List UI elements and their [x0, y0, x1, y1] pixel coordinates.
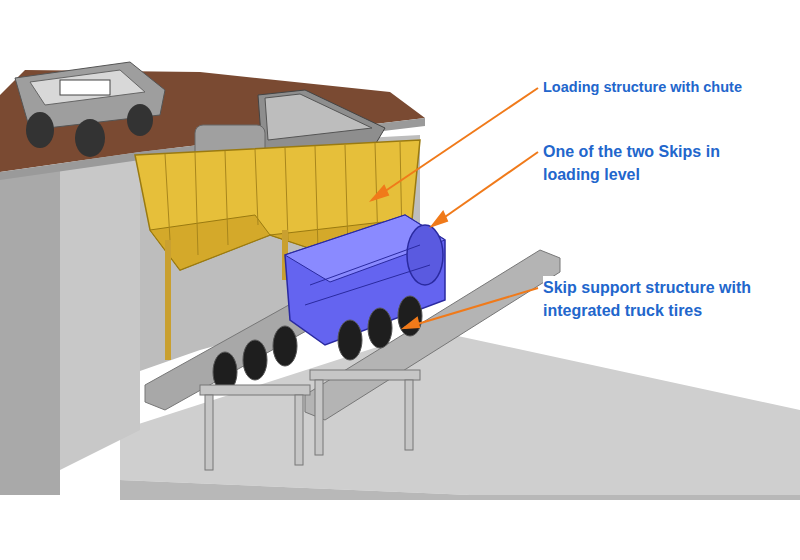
- leader-lines: [372, 88, 538, 328]
- concrete-wall: [0, 165, 60, 495]
- haul-truck: [15, 62, 165, 157]
- callout-label: One of the two Skips in loading level: [543, 140, 729, 186]
- ground-slab: [120, 330, 800, 495]
- support-stands: [200, 370, 420, 470]
- skip: [285, 215, 445, 345]
- callout-label: Skip support structure with integrated t…: [543, 276, 791, 322]
- concrete-wall: [60, 150, 140, 470]
- callout-label: Loading structure with chute: [543, 76, 798, 99]
- ground-edge: [120, 480, 800, 500]
- truck-tires: [213, 296, 422, 392]
